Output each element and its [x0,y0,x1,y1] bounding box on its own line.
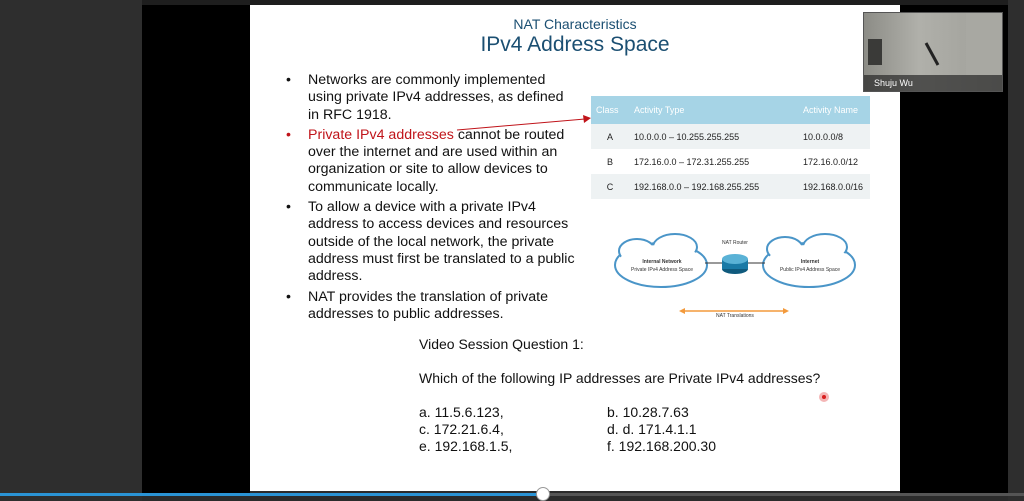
table-cell: 192.168.0.0/16 [798,174,870,199]
internal-network-sublabel: Private IPv4 Address Space [631,267,693,273]
left-margin [0,0,142,501]
bullet-dot-icon: • [286,72,291,88]
bullet-highlight: Private IPv4 addresses [308,126,454,143]
column-header: Class [591,96,629,124]
playback-progress [0,493,543,496]
table-header-row: Class Activity Type Activity Name [591,96,870,124]
question-text: Which of the following IP addresses are … [419,370,821,386]
internet-cloud-icon [762,233,856,288]
answer-option: e. 192.168.1.5, [419,438,513,454]
answer-option: f. 192.168.200.30 [607,438,716,454]
playback-scrubber[interactable] [536,487,550,501]
translation-arrow-icon [679,308,789,314]
bullet-dot-icon: • [286,288,291,305]
bullet-dot-icon: • [286,126,291,143]
internal-network-label: Internal Network [642,259,682,265]
bullet-text: Networks are commonly implemented using … [308,72,564,123]
table-row: B 172.16.0.0 – 172.31.255.255 172.16.0.0… [591,149,870,174]
nat-translations-label: NAT Translations [716,313,754,319]
bullet-item: • NAT provides the translation of privat… [286,289,576,324]
webcam-thumbnail[interactable]: Shuju Wu [863,12,1003,92]
bullet-dot-icon: • [286,199,291,216]
private-ip-table: Class Activity Type Activity Name A 10.0… [591,96,870,199]
router-label: NAT Router [722,240,748,246]
table-cell: 192.168.0.0 – 192.168.255.255 [629,174,798,199]
table-cell: 172.16.0.0/12 [798,149,870,174]
column-header: Activity Name [798,96,870,124]
bullet-item: • To allow a device with a private IPv4 … [286,199,576,285]
nat-diagram: NAT Router Internal Network Private IPv4… [605,227,865,327]
bullet-text: To allow a device with a private IPv4 ad… [308,199,575,285]
left-letterbox [142,5,250,493]
slide-title: IPv4 Address Space [480,33,670,56]
bullet-text: NAT provides the translation of private … [308,288,548,322]
nat-router-icon [722,254,748,274]
answer-option: a. 11.5.6.123, [419,404,504,420]
table-cell: 10.0.0.0/8 [798,124,870,149]
laser-pointer-icon [819,392,829,402]
top-strip [142,0,1008,5]
table-cell: B [591,149,629,174]
internal-network-cloud-icon [614,233,708,288]
question-heading: Video Session Question 1: [419,336,584,352]
table-cell: 10.0.0.0 – 10.255.255.255 [629,124,798,149]
table-row: C 192.168.0.0 – 192.168.255.255 192.168.… [591,174,870,199]
participant-name: Shuju Wu [864,75,1002,91]
pointer-arrow-icon [456,115,591,131]
internet-sublabel: Public IPv4 Address Space [779,267,841,273]
bullet-text: cannot be routed over the internet and a… [308,126,565,195]
bullet-item: • Private IPv4 addresses cannot be route… [286,127,576,196]
slide-subtitle: NAT Characteristics [513,16,637,32]
bullet-item: • Networks are commonly implemented usin… [286,72,576,124]
table-row: A 10.0.0.0 – 10.255.255.255 10.0.0.0/8 [591,124,870,149]
table-cell: C [591,174,629,199]
bullet-list: • Networks are commonly implemented usin… [286,72,576,326]
table-cell: A [591,124,629,149]
answer-option: b. 10.28.7.63 [607,404,689,420]
answer-option: d. d. 171.4.1.1 [607,421,697,437]
presentation-slide: NAT Characteristics IPv4 Address Space •… [250,5,900,491]
table-cell: 172.16.0.0 – 172.31.255.255 [629,149,798,174]
right-margin [1008,0,1024,501]
internet-label: Internet [800,259,820,265]
answer-option: c. 172.21.6.4, [419,421,504,437]
column-header: Activity Type [629,96,798,124]
